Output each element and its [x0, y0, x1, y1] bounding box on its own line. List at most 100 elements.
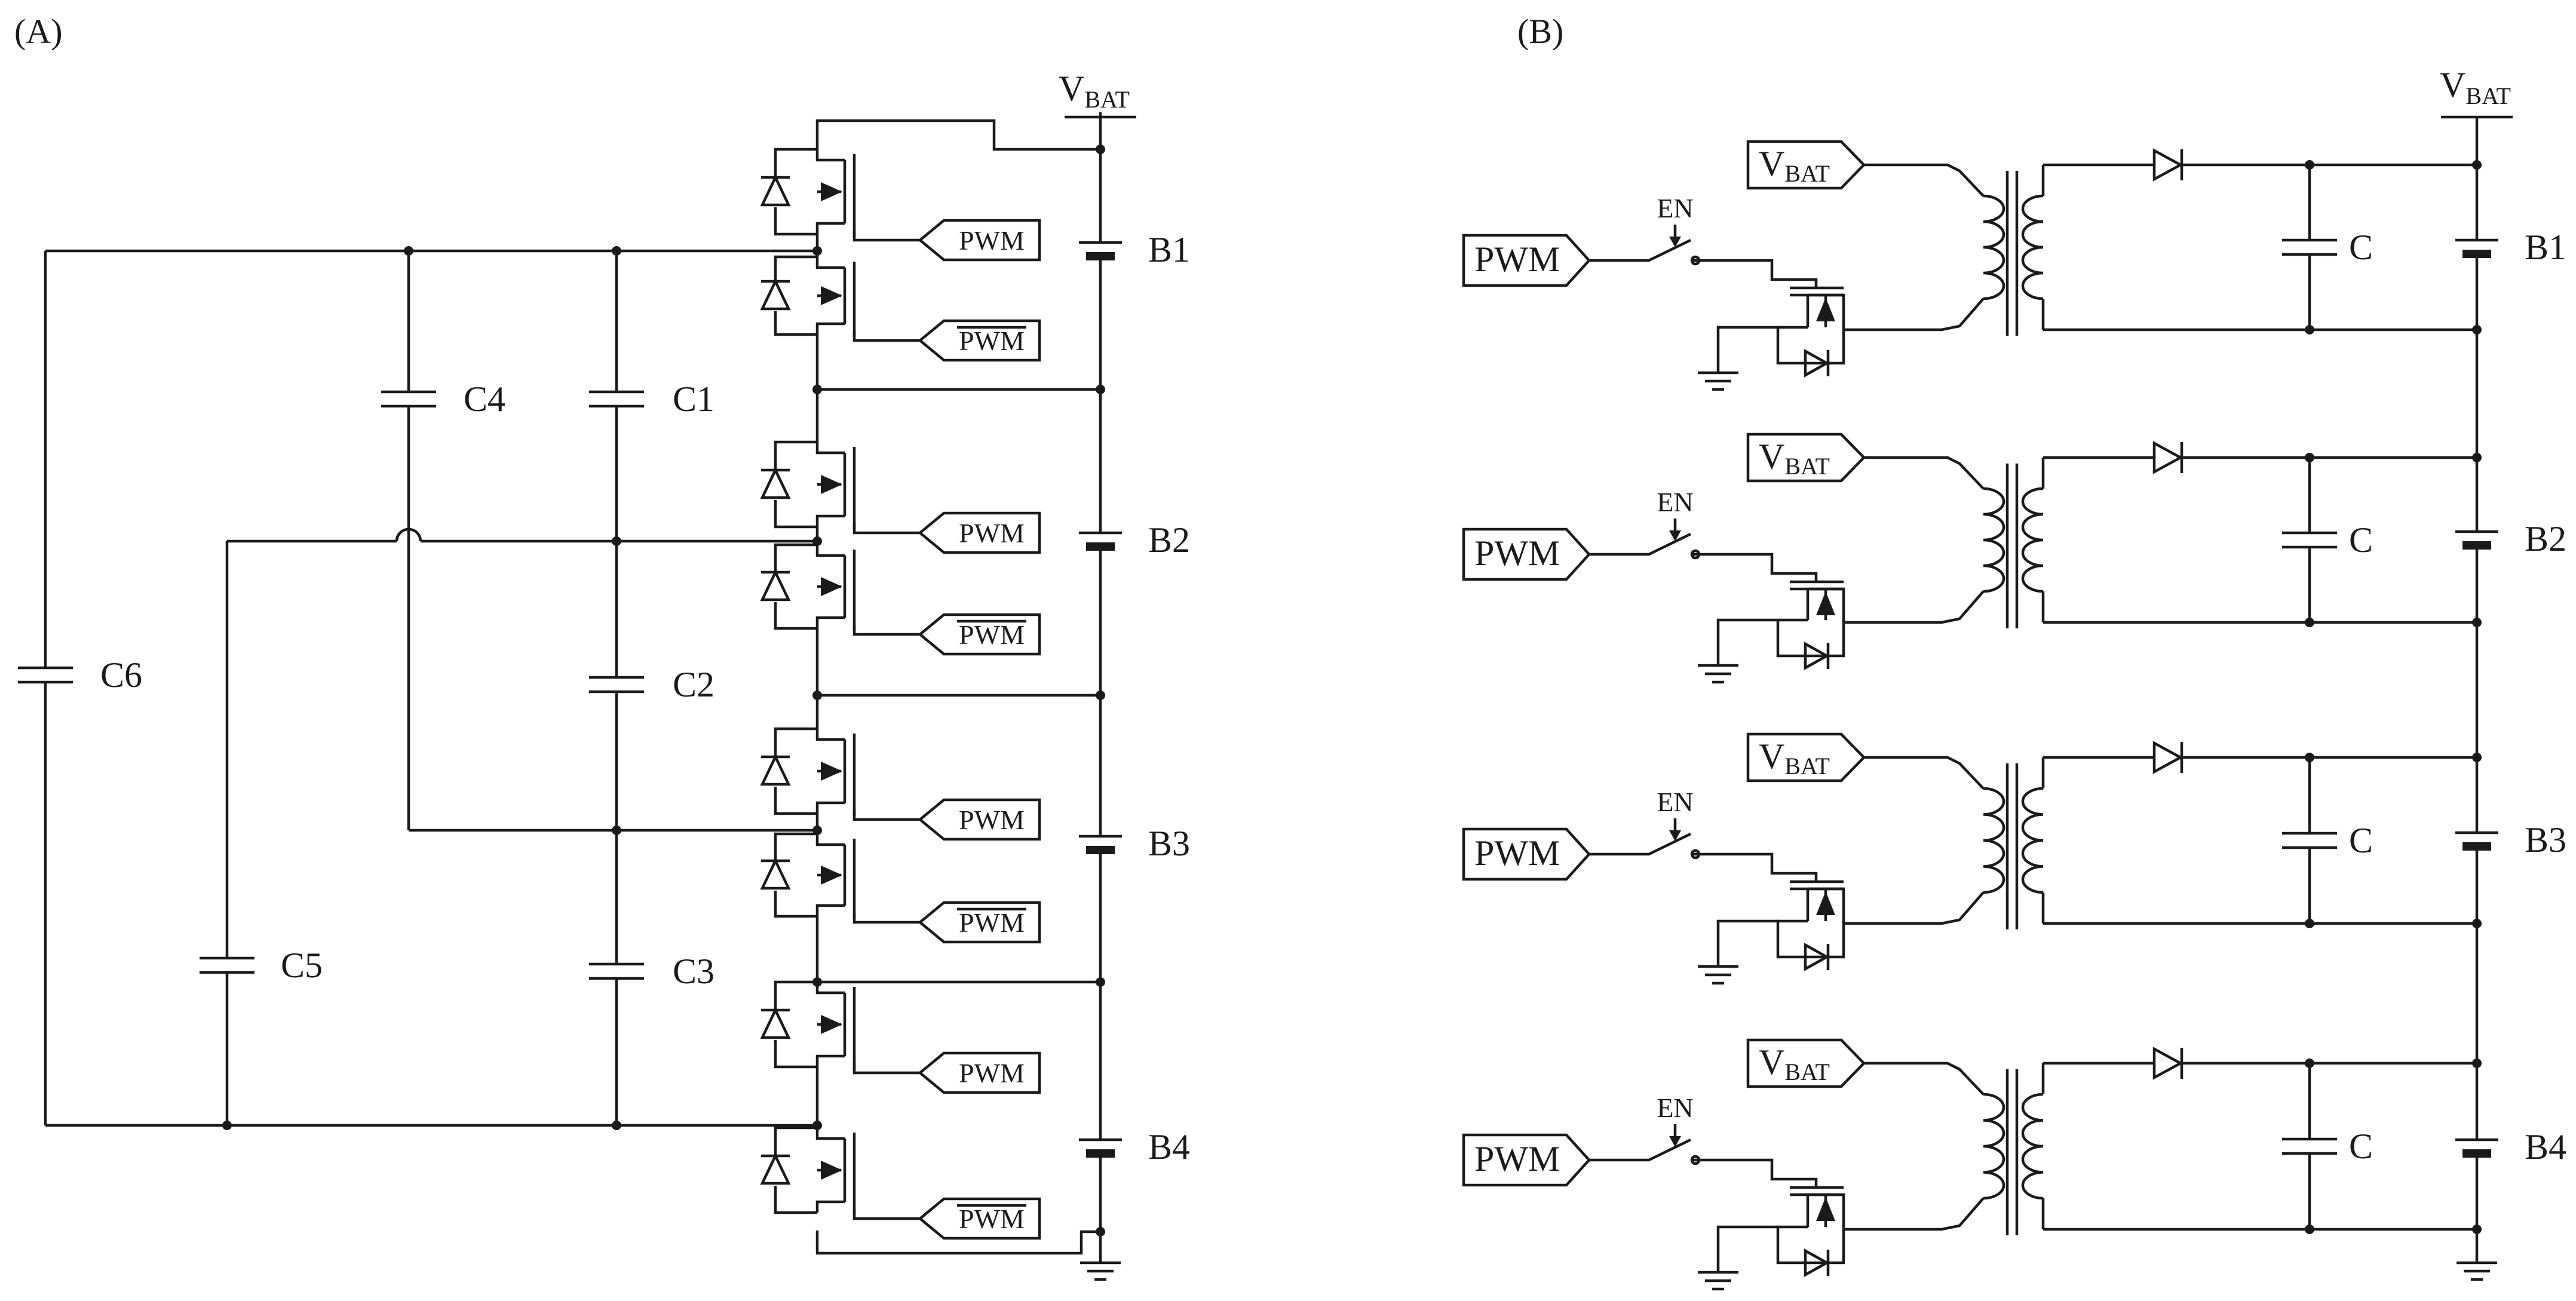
wire [1776, 618, 1845, 658]
junction-dot [812, 977, 822, 987]
body-diode [1804, 642, 1830, 670]
signal-tag-text: PWM [959, 326, 1025, 356]
wire [1716, 1225, 1778, 1271]
pwm-input-tag: PWM [1462, 527, 1591, 581]
wire [1776, 919, 1845, 959]
capacitor-c: C [2282, 458, 2373, 622]
wire [1844, 891, 1985, 925]
enable-label: EN [1657, 787, 1693, 817]
capacitor-label: C [2349, 520, 2373, 560]
signal-tag-outline [918, 1197, 1041, 1240]
wire [774, 727, 817, 756]
signal-tag-text: PWM [1474, 1139, 1560, 1179]
signal-tag-text: PWM [959, 805, 1025, 835]
enable-arrow [1669, 830, 1681, 841]
body-arrow [1816, 891, 1835, 915]
gate-signal-tag: PWM [918, 1197, 1041, 1240]
body-arrow [821, 1161, 842, 1180]
wire [1844, 1197, 1985, 1231]
signal-tag-outline [1746, 1038, 1866, 1088]
capacitor-label: C [2349, 1127, 2373, 1166]
stage-vbat-tag: VBAT [1746, 1038, 1866, 1088]
wire [1617, 532, 1691, 556]
wire [1617, 832, 1691, 856]
battery-b3: B3 [1079, 695, 1190, 982]
wire [774, 207, 817, 236]
signal-tag-outline [1746, 432, 1866, 483]
body-diode [760, 278, 791, 311]
wire [1716, 618, 1778, 664]
body-arrow [1816, 591, 1835, 615]
capacitor-c4: C4 [381, 251, 505, 830]
wire [1864, 1061, 1985, 1096]
pwm-input-tag: PWM [1462, 827, 1591, 881]
switch-contact [1690, 1155, 1701, 1165]
wire [815, 514, 845, 527]
primary-winding [1983, 194, 2005, 300]
wire [815, 834, 845, 846]
wire [852, 229, 920, 242]
wire [774, 891, 817, 918]
battery-negative-plate [1086, 846, 1115, 854]
wire [1692, 1158, 1818, 1188]
battery-negative-plate [1086, 1149, 1115, 1158]
battery-negative-plate [2462, 842, 2491, 851]
wire [1692, 553, 1818, 582]
mosfet-switch-1: PWM [760, 148, 1041, 262]
secondary-winding [2021, 487, 2044, 593]
capacitor-label: C3 [673, 952, 714, 991]
battery-label: B4 [2525, 1127, 2566, 1167]
wire [1617, 238, 1691, 262]
body-diode [1804, 943, 1830, 971]
battery-b4: B4 [1079, 982, 1190, 1232]
wire [815, 801, 845, 814]
capacitor-label: C6 [100, 655, 142, 695]
wire [815, 1054, 845, 1067]
signal-tag-text: VBAT [1759, 737, 1830, 780]
body-arrow [821, 286, 842, 305]
wire [815, 322, 845, 335]
battery-label: B1 [1148, 230, 1190, 269]
signal-tag-outline [1462, 827, 1591, 881]
body-arrow [1816, 1197, 1835, 1221]
wire [774, 500, 817, 529]
panel-b-vbat-label: VBAT [2440, 65, 2511, 109]
battery-b3: B3 [2455, 757, 2566, 923]
body-arrow [1816, 297, 1835, 321]
wire [774, 543, 817, 571]
rectifier-diode [2152, 741, 2184, 774]
mosfet-switch-7: PWM [760, 980, 1041, 1094]
wire [852, 1208, 920, 1220]
capacitor-c1: C1 [589, 251, 714, 541]
body-diode [1804, 1248, 1830, 1277]
gate-signal-tag: PWM [918, 613, 1041, 656]
capacitor-label: C [2349, 228, 2373, 267]
wire [774, 440, 817, 469]
pwm-input-tag: PWM [1462, 234, 1591, 287]
primary-winding [1983, 1093, 2005, 1200]
signal-tag-text: PWM [959, 619, 1025, 650]
enable-label: EN [1657, 1093, 1693, 1123]
body-arrow [821, 577, 842, 596]
panel-a-label: (A) [14, 12, 63, 51]
junction-dot [812, 1121, 822, 1130]
switch-contact [1690, 255, 1701, 266]
battery-label: B4 [1148, 1127, 1190, 1167]
wire [815, 904, 845, 916]
switch-contact [1690, 549, 1701, 560]
signal-tag-outline [1462, 234, 1591, 287]
gate-signal-tag: PWM [918, 511, 1041, 554]
gate-signal-tag: PWM [918, 219, 1041, 262]
switch-contact [1690, 849, 1701, 860]
capacitor-label: C4 [464, 379, 505, 419]
signal-tag-text: PWM [1474, 240, 1560, 279]
wire [774, 148, 817, 176]
junction-dot [812, 691, 822, 700]
battery-negative-plate [2462, 1149, 2491, 1158]
wire [815, 257, 845, 269]
mosfet-switch-2: PWM [760, 255, 1041, 362]
ground-symbol [1698, 965, 1738, 985]
